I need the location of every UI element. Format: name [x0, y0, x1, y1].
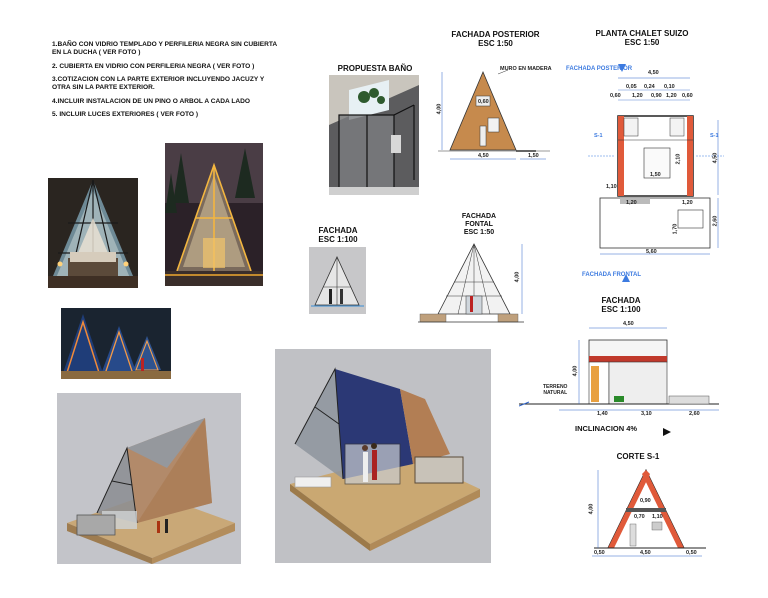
- title-fachada-posterior: FACHADA POSTERIOR ESC 1:50: [451, 30, 540, 48]
- dim-corte-inner-2: 1,10: [652, 514, 663, 520]
- dim-planta-sr-5: 0,60: [682, 93, 693, 99]
- dim-planta-right-top: 4,50: [712, 152, 719, 164]
- title-corte: CORTE S-1: [616, 452, 660, 461]
- dim-right-height: 4,00: [572, 365, 579, 377]
- arrow-fachada-frontal-icon: [621, 270, 631, 288]
- title-planta: PLANTA CHALET SUIZO ESC 1:50: [595, 29, 689, 47]
- dim-planta-sr-4: 1,20: [666, 93, 677, 99]
- photo-bathroom-proposal: [329, 75, 419, 195]
- dim-planta-bottom: 5,60: [646, 249, 657, 255]
- dim-planta-tr-2: 0,24: [644, 84, 655, 90]
- arrow-inclinacion-icon: [662, 424, 672, 442]
- dim-planta-sr-1: 0,60: [610, 93, 621, 99]
- dim-posterior-side: 1,50: [528, 153, 539, 159]
- label-fachada-posterior-tag: FACHADA POSTERIOR: [566, 66, 633, 72]
- dim-planta-tr-1: 0,05: [626, 84, 637, 90]
- render-3d-right: [275, 349, 491, 563]
- label-inclinacion: INCLINACION 4%: [575, 424, 638, 433]
- dim-right-b1: 1,40: [597, 411, 608, 417]
- label-fachada-frontal-tag: FACHADA FRONTAL: [582, 272, 641, 278]
- dim-planta-inner-v: 1,70: [672, 223, 679, 235]
- dim-corte-b3: 0,50: [686, 550, 697, 556]
- label-terreno: TERRENO NATURAL: [543, 384, 568, 396]
- note-3: 3.COTIZACION CON LA PARTE EXTERIOR INCLU…: [52, 76, 265, 91]
- dim-right-top: 4,50: [623, 321, 634, 327]
- drawing-fachada-right: 4,50 4,00 1,40 3,10 2,60 TERRENO NATURAL: [518, 318, 749, 418]
- dim-corte-height: 4,00: [588, 503, 595, 515]
- dim-posterior-base: 4,50: [478, 153, 489, 159]
- dim-frontal-height: 4,00: [514, 271, 521, 283]
- photo-interior-bedroom: [48, 178, 138, 288]
- dim-corte-inner-1: 0,70: [634, 514, 645, 520]
- drawing-fachada-frontal: 4,00: [418, 238, 528, 326]
- dim-right-b3: 2,60: [689, 411, 700, 417]
- label-s1-right: S-1: [710, 133, 719, 139]
- note-4: 4.INCLUIR INSTALACION DE UN PINO O ARBOL…: [52, 97, 251, 105]
- dim-corte-b2: 4,50: [640, 550, 651, 556]
- dim-planta-right-bottom: 2,60: [712, 215, 719, 227]
- drawing-fachada-posterior: 4,50 1,50 4,00 0,60: [436, 66, 553, 166]
- dim-planta-top: 4,50: [648, 70, 659, 76]
- photo-aframes-lit: [61, 308, 171, 379]
- dim-posterior-height: 4,00: [436, 103, 443, 115]
- note-5: 5. INCLUIR LUCES EXTERIORES ( VER FOTO ): [52, 111, 199, 118]
- drawing-corte: 0,90 4,00 0,70 1,10 0,50 4,50 0,50: [588, 466, 710, 566]
- label-s1-left: S-1: [594, 133, 603, 139]
- dim-corte-b1: 0,50: [594, 550, 605, 556]
- title-propuesta-bano: PROPUESTA BAÑO: [337, 64, 413, 73]
- photo-facade-small: [309, 247, 366, 314]
- dim-corte-top: 0,90: [640, 498, 651, 504]
- dim-planta-mr-2: 1,20: [682, 200, 693, 206]
- dim-planta-mr-1: 1,20: [626, 200, 637, 206]
- dim-planta-inner-h: 2,10: [675, 153, 682, 165]
- label-muro-madera: MURO EN MADERA: [500, 66, 552, 72]
- drawing-planta: 4,50 0,05 0,24 0,10 0,60 1,20 0,90 1,20 …: [578, 60, 728, 260]
- dim-posterior-window: 0,60: [478, 99, 489, 105]
- notes-list: 1.BAÑO CON VIDRIO TEMPLADO Y PERFILERIA …: [52, 41, 302, 125]
- title-fachada-small: FACHADA ESC 1:100: [318, 226, 358, 244]
- title-fachada-frontal: FACHADA FONTAL ESC 1:50: [461, 213, 497, 236]
- dim-planta-sr-2: 1,20: [632, 93, 643, 99]
- dim-planta-mid: 1,50: [650, 172, 661, 178]
- dim-planta-sr-3: 0,90: [651, 93, 662, 99]
- photo-aframe-night: [165, 143, 263, 286]
- dim-planta-left: 1,10: [606, 184, 617, 190]
- render-3d-left: [57, 393, 241, 564]
- title-fachada-right: FACHADA ESC 1:100: [601, 296, 641, 314]
- dim-right-b2: 3,10: [641, 411, 652, 417]
- note-1: 1.BAÑO CON VIDRIO TEMPLADO Y PERFILERIA …: [52, 41, 278, 56]
- note-2: 2. CUBIERTA EN VIDRIO CON PERFILERIA NEG…: [52, 62, 255, 70]
- dim-planta-tr-3: 0,10: [664, 84, 675, 90]
